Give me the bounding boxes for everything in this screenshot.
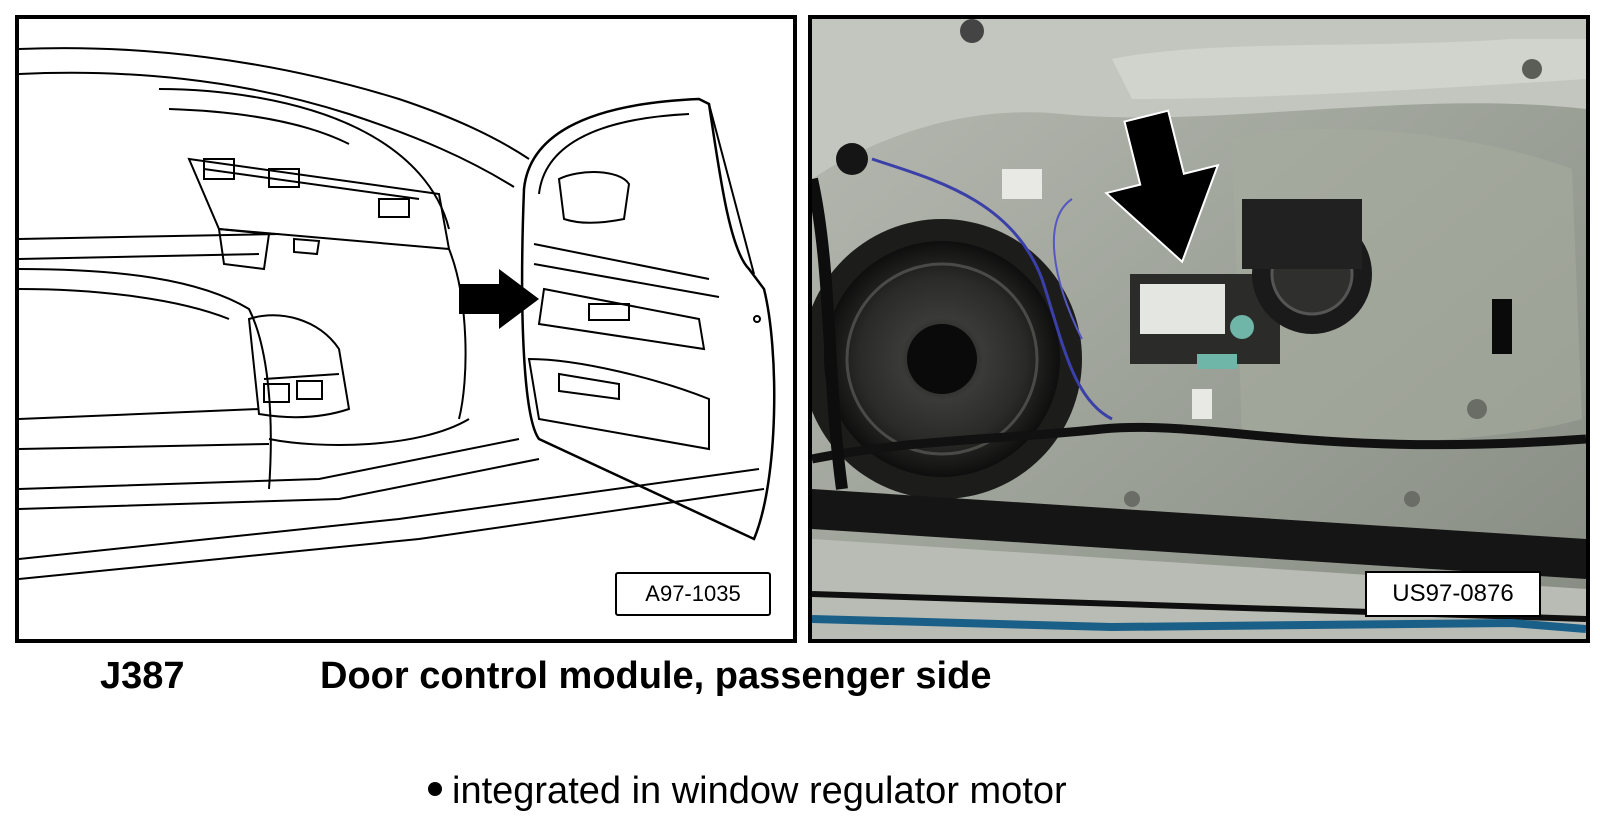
component-code: J387 xyxy=(100,655,185,697)
illustration-photo: US97-0876 xyxy=(808,15,1590,643)
pointer-arrow-icon xyxy=(459,269,539,329)
figure-reference-label: US97-0876 xyxy=(1365,571,1541,617)
bullet-note: integrated in window regulator motor xyxy=(428,770,1067,813)
figure-reference-label: A97-1035 xyxy=(615,572,771,616)
bullet-note-text: integrated in window regulator motor xyxy=(452,770,1067,812)
door-interior-photo xyxy=(812,19,1586,639)
bullet-icon xyxy=(428,781,442,796)
component-title: Door control module, passenger side xyxy=(320,655,992,697)
illustration-line-drawing: A97-1035 xyxy=(15,15,797,643)
pointer-arrow-icon xyxy=(1104,109,1220,264)
car-door-line-art xyxy=(19,47,776,580)
